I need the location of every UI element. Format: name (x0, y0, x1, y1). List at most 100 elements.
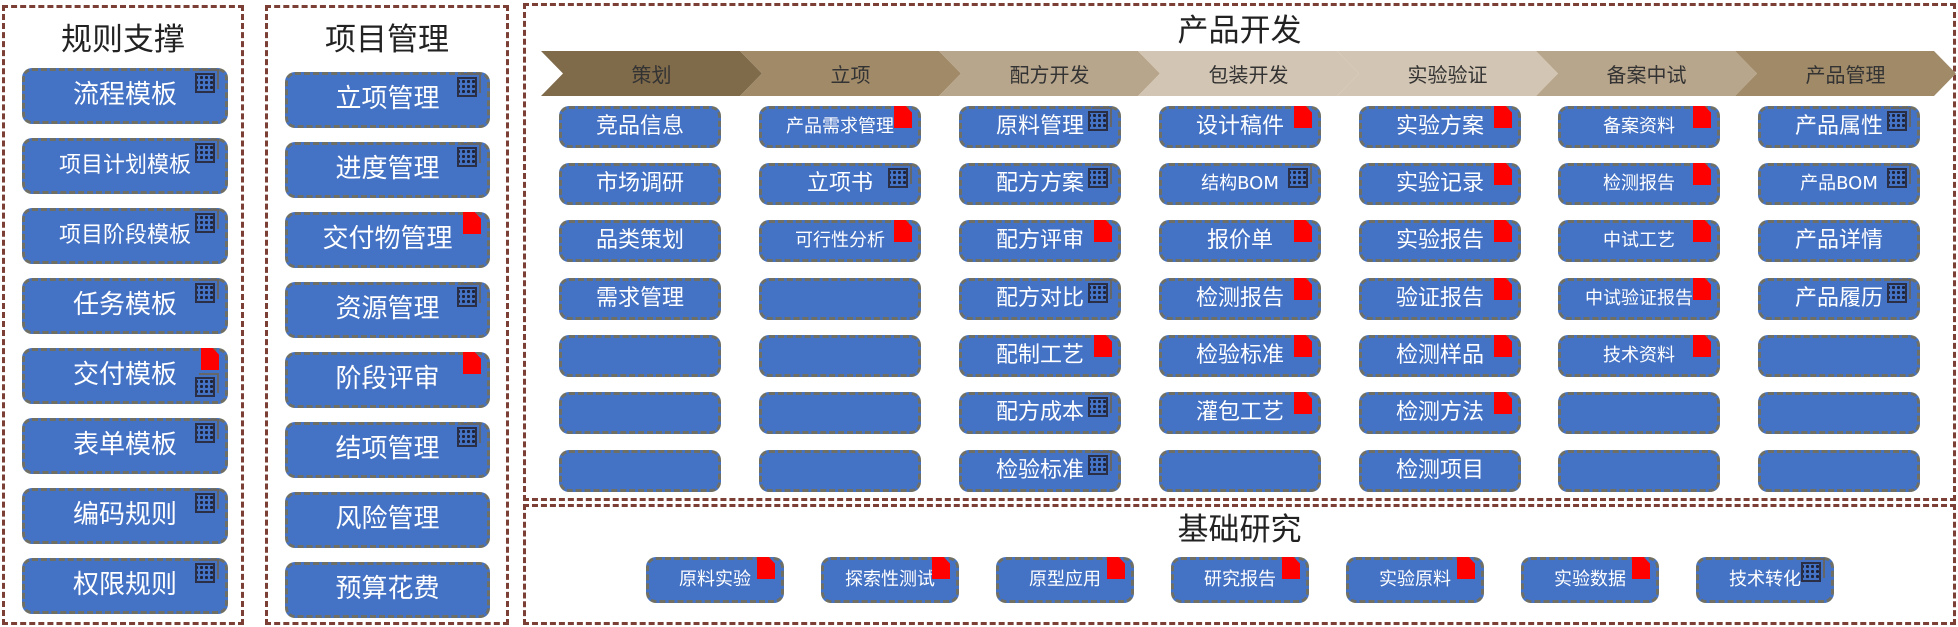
project-item[interactable]: 结项管理 (285, 422, 490, 478)
stage-item-label: 配方成本 (995, 400, 1084, 426)
project-item[interactable]: 风险管理 (285, 492, 490, 548)
stage-item[interactable]: 实验记录 (1359, 163, 1521, 205)
stage-item[interactable] (759, 450, 921, 492)
stage-item[interactable]: 检测样品 (1359, 335, 1521, 377)
pdf-document-icon (894, 106, 912, 128)
stage-item[interactable] (559, 335, 721, 377)
stage-item[interactable]: 结构BOM (1159, 163, 1321, 205)
research-item[interactable]: 原料实验 (646, 557, 784, 603)
pdf-document-icon (1494, 163, 1512, 185)
project-item[interactable]: 交付物管理 (285, 212, 490, 268)
table-form-icon (457, 73, 481, 97)
pdf-document-icon (1094, 220, 1112, 242)
stage-chevron[interactable]: 立项 (740, 51, 961, 96)
stage-chevron[interactable]: 配方开发 (939, 51, 1160, 96)
stage-item[interactable]: 实验方案 (1359, 106, 1521, 148)
rules-item[interactable]: 项目阶段模板 (22, 208, 228, 264)
table-form-icon (1801, 558, 1825, 582)
stage-item[interactable]: 产品需求管理 (759, 106, 921, 148)
stage-label: 包装开发 (1208, 63, 1289, 87)
rules-item[interactable]: 权限规则 (22, 558, 228, 614)
stage-item-label: 实验记录 (1395, 171, 1484, 197)
rules-item[interactable]: 项目计划模板 (22, 138, 228, 194)
stage-item[interactable]: 配制工艺 (959, 335, 1121, 377)
pdf-document-icon (1494, 106, 1512, 128)
stage-item[interactable] (559, 392, 721, 434)
stage-item[interactable]: 中试验证报告 (1558, 278, 1720, 320)
stage-item[interactable] (1758, 392, 1920, 434)
stage-item[interactable]: 配方成本 (959, 392, 1121, 434)
stage-item[interactable]: 立项书 (759, 163, 921, 205)
table-form-icon (195, 419, 219, 443)
stage-item[interactable]: 备案资料 (1558, 106, 1720, 148)
stage-chevron[interactable]: 策划 (541, 51, 762, 96)
project-item[interactable]: 资源管理 (285, 282, 490, 338)
project-panel: 项目管理 (265, 5, 509, 625)
table-form-icon (1088, 279, 1112, 303)
stage-item[interactable] (1159, 450, 1321, 492)
stage-item[interactable]: 原料管理 (959, 106, 1121, 148)
research-item[interactable]: 技术转化 (1696, 557, 1834, 603)
project-item[interactable]: 预算花费 (285, 562, 490, 618)
research-item-label: 探索性测试 (845, 568, 935, 590)
stage-item[interactable]: 灌包工艺 (1159, 392, 1321, 434)
pdf-document-icon (1632, 557, 1650, 579)
project-item[interactable]: 阶段评审 (285, 352, 490, 408)
stage-item[interactable]: 验证报告 (1359, 278, 1521, 320)
stage-item[interactable]: 检验标准 (959, 450, 1121, 492)
project-item[interactable]: 立项管理 (285, 72, 490, 128)
stage-item[interactable] (1758, 335, 1920, 377)
stage-item[interactable] (759, 392, 921, 434)
stage-item[interactable] (1758, 450, 1920, 492)
project-item[interactable]: 进度管理 (285, 142, 490, 198)
stage-item[interactable]: 检测报告 (1159, 278, 1321, 320)
rules-item[interactable]: 编码规则 (22, 488, 228, 544)
stage-item[interactable]: 配方评审 (959, 220, 1121, 262)
stage-item[interactable]: 配方方案 (959, 163, 1121, 205)
stage-item[interactable]: 实验报告 (1359, 220, 1521, 262)
table-form-icon (1088, 451, 1112, 475)
stage-item[interactable]: 检测报告 (1558, 163, 1720, 205)
stage-item[interactable]: 检测项目 (1359, 450, 1521, 492)
stage-item[interactable]: 产品履历 (1758, 278, 1920, 320)
stage-item[interactable]: 可行性分析 (759, 220, 921, 262)
stage-item[interactable]: 竞品信息 (559, 106, 721, 148)
stage-chevron[interactable]: 备案中试 (1536, 51, 1757, 96)
stage-item[interactable]: 报价单 (1159, 220, 1321, 262)
stage-item[interactable]: 产品BOM (1758, 163, 1920, 205)
stage-item[interactable]: 配方对比 (959, 278, 1121, 320)
stage-item-label: 实验报告 (1395, 228, 1484, 254)
rules-item-label: 权限规则 (72, 570, 177, 601)
project-item-label: 风险管理 (335, 504, 440, 535)
stage-label: 备案中试 (1606, 63, 1687, 87)
stage-chevron[interactable]: 产品管理 (1735, 51, 1956, 96)
stage-chevron[interactable]: 实验验证 (1337, 51, 1558, 96)
rules-item[interactable]: 表单模板 (22, 418, 228, 474)
stage-item[interactable]: 需求管理 (559, 278, 721, 320)
rules-item[interactable]: 交付模板 (22, 348, 228, 404)
research-item[interactable]: 探索性测试 (821, 557, 959, 603)
stage-item[interactable] (759, 335, 921, 377)
stage-item[interactable]: 市场调研 (559, 163, 721, 205)
project-title: 项目管理 (325, 22, 449, 58)
stage-item[interactable]: 技术资料 (1558, 335, 1720, 377)
research-item[interactable]: 实验数据 (1521, 557, 1659, 603)
stage-item[interactable]: 产品详情 (1758, 220, 1920, 262)
stage-item-label: 立项书 (806, 171, 873, 197)
stage-item[interactable]: 检测方法 (1359, 392, 1521, 434)
research-item[interactable]: 实验原料 (1346, 557, 1484, 603)
stage-item[interactable]: 检验标准 (1159, 335, 1321, 377)
research-item[interactable]: 原型应用 (996, 557, 1134, 603)
stage-item[interactable] (1558, 392, 1720, 434)
rules-item[interactable]: 流程模板 (22, 68, 228, 124)
rules-item[interactable]: 任务模板 (22, 278, 228, 334)
stage-item[interactable] (559, 450, 721, 492)
stage-item[interactable]: 中试工艺 (1558, 220, 1720, 262)
stage-item[interactable]: 设计稿件 (1159, 106, 1321, 148)
stage-chevron[interactable]: 包装开发 (1138, 51, 1359, 96)
stage-item[interactable] (759, 278, 921, 320)
stage-item[interactable] (1558, 450, 1720, 492)
research-item[interactable]: 研究报告 (1171, 557, 1309, 603)
stage-item[interactable]: 产品属性 (1758, 106, 1920, 148)
stage-item[interactable]: 品类策划 (559, 220, 721, 262)
